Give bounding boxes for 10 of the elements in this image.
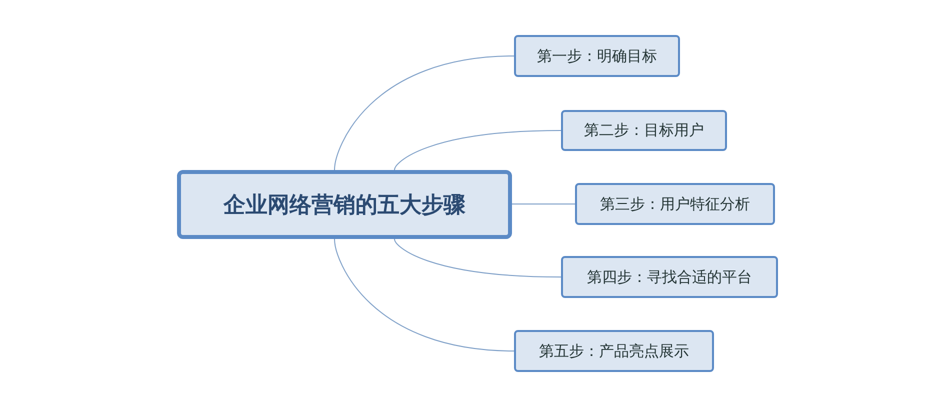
connector-line	[394, 130, 562, 170]
connector-line	[394, 238, 562, 278]
subtopic-box: 第一步：明确目标	[514, 35, 680, 77]
connector-line	[334, 238, 514, 352]
subtopic-box: 第二步：目标用户	[561, 110, 727, 151]
subtopic-box: 第五步：产品亮点展示	[514, 330, 714, 372]
central-topic-box: 企业网络营销的五大步骤	[177, 170, 512, 239]
subtopic-box: 第四步：寻找合适的平台	[561, 256, 778, 298]
connector-line	[334, 56, 514, 170]
subtopic-box: 第三步：用户特征分析	[575, 183, 775, 225]
